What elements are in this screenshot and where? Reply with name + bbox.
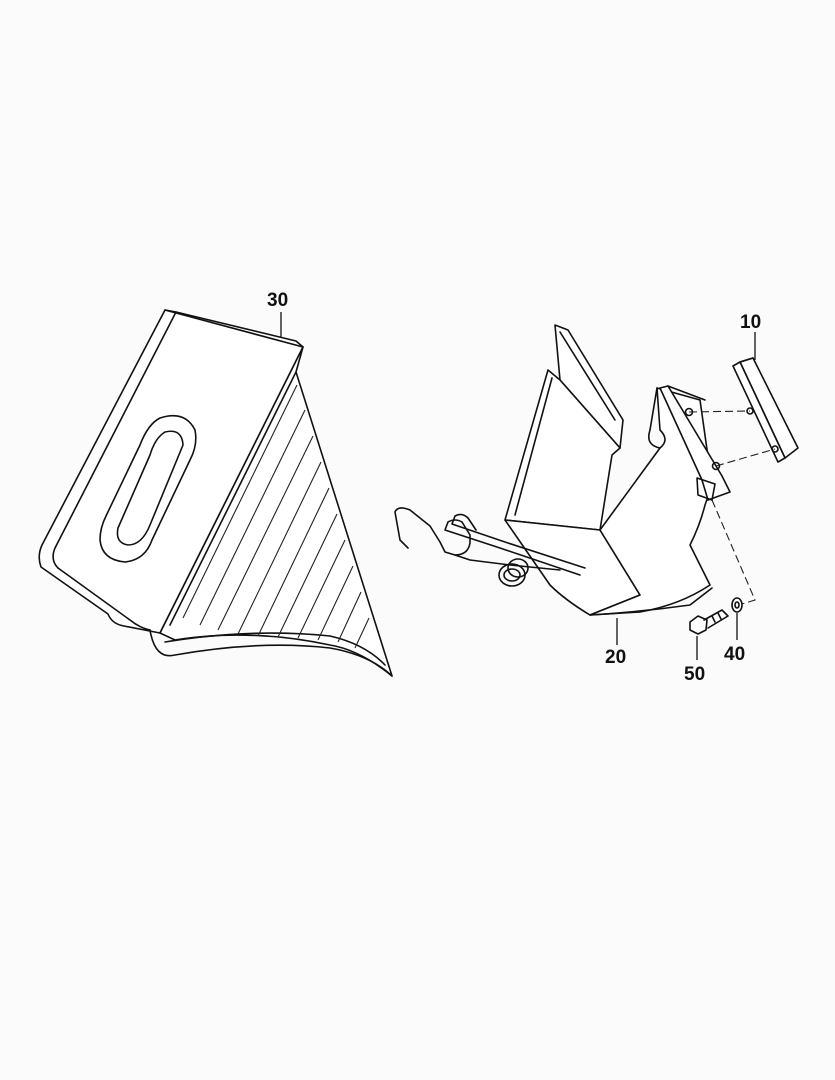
callout-40: 40 [724,644,745,665]
callout-30: 30 [267,290,288,311]
callout-10: 10 [740,312,761,333]
leader-lines [280,312,756,660]
spring-clip [394,507,586,587]
callout-20: 20 [605,647,626,668]
bolt-part-50 [689,609,729,635]
washer-part-40 [731,597,743,613]
spacer-block-part-10 [732,357,799,463]
holder-bracket-part-20 [504,324,731,616]
callout-labels: 30 10 20 40 50 [267,290,761,685]
assembly-lines [688,410,776,605]
callout-50: 50 [684,664,705,685]
wheel-chock-part-30 [38,309,393,677]
